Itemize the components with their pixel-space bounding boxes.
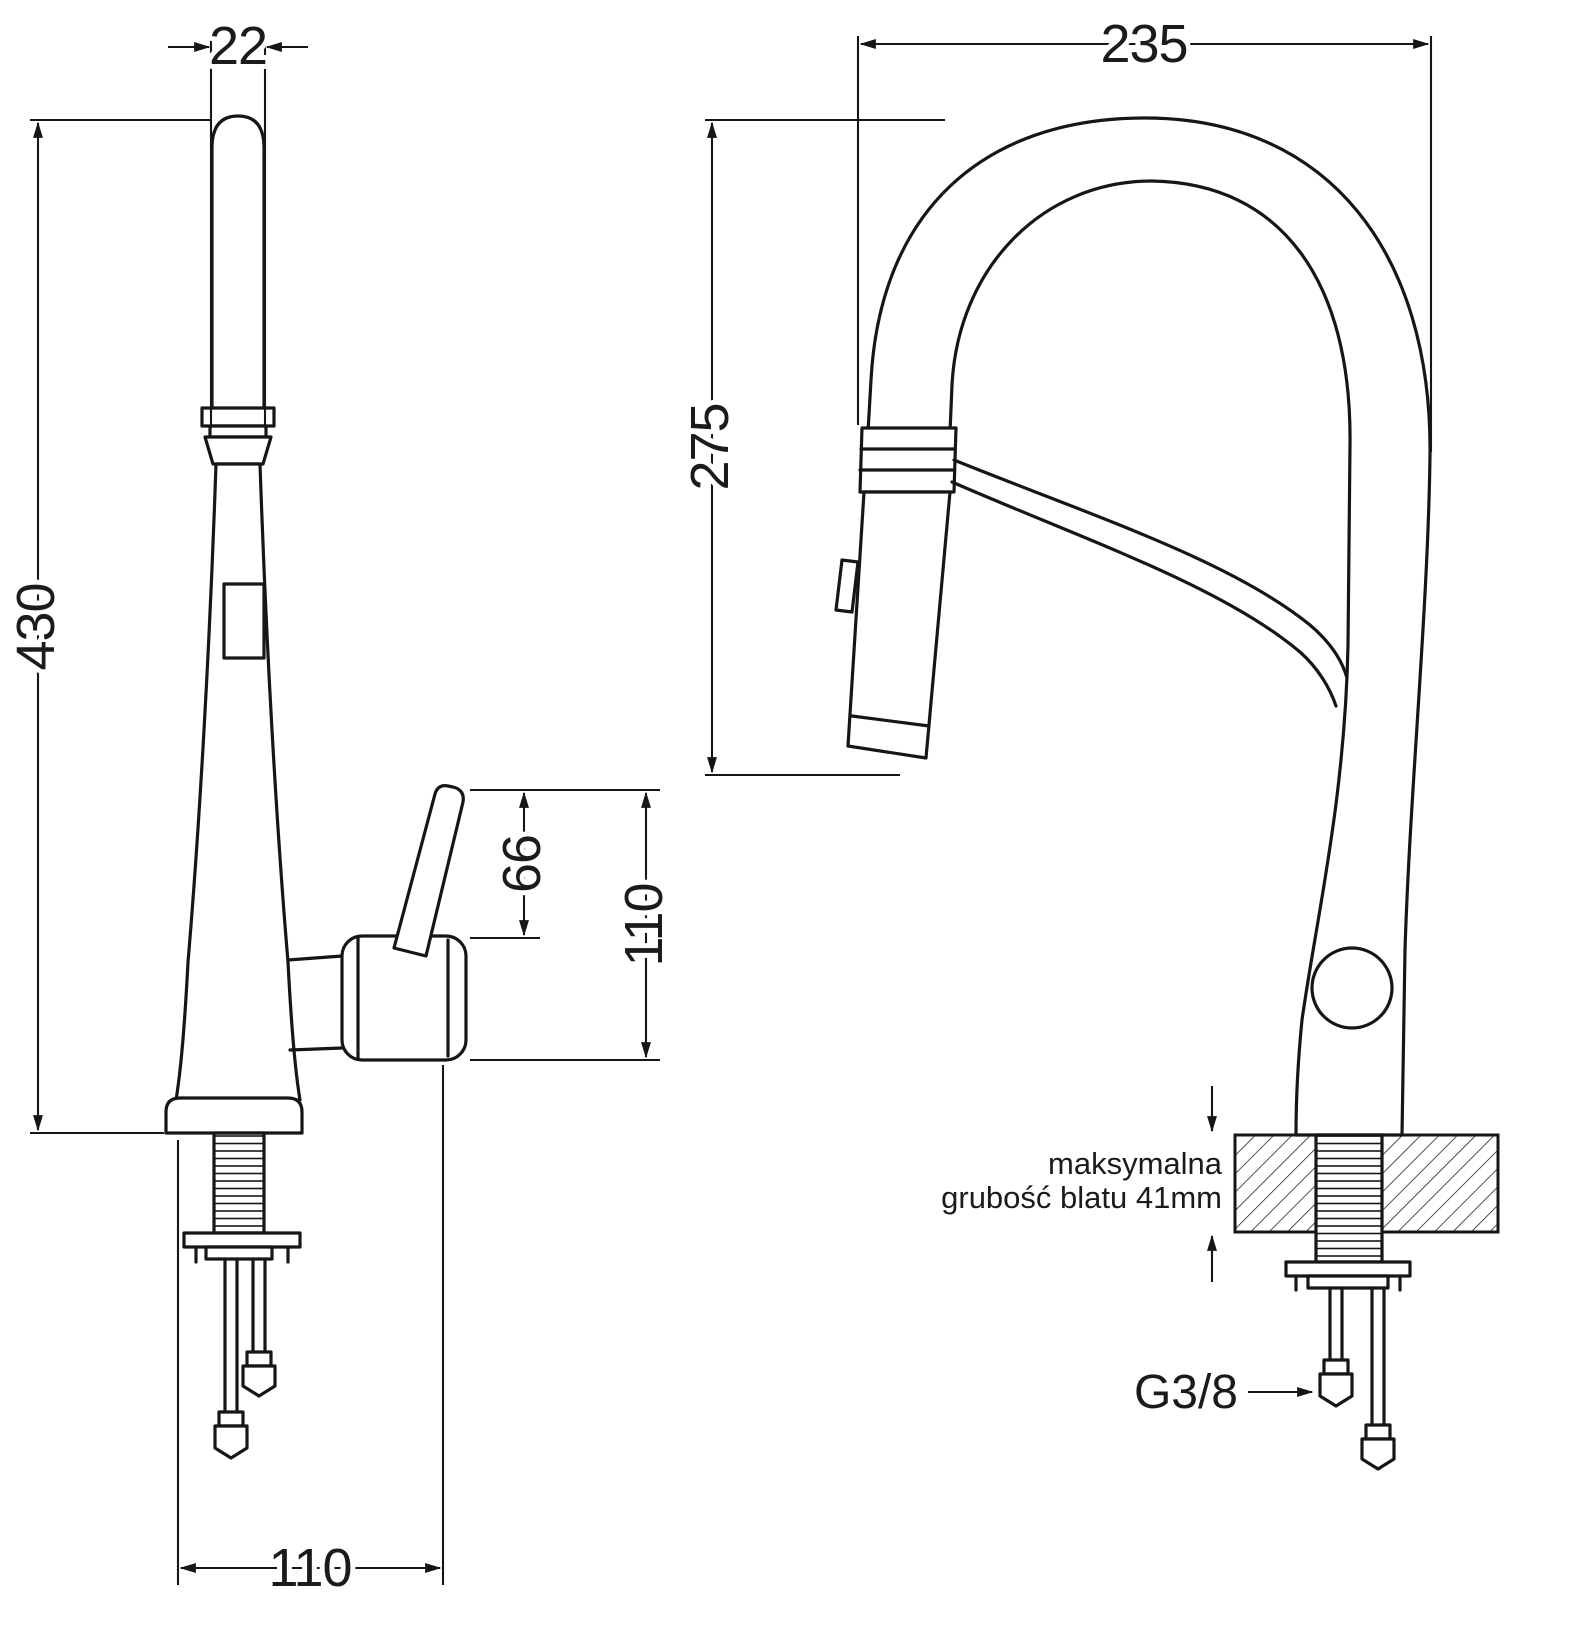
left-faucet-outline (164, 114, 468, 1460)
dim-label-handle-height: 110 (614, 883, 674, 966)
supply-hose-short (251, 1257, 267, 1354)
dim-label-lever-height: 66 (492, 835, 552, 893)
countertop-note-line2: grubość blatu 41mm (941, 1180, 1222, 1215)
supply-hose-g38 (1328, 1286, 1344, 1362)
faucet-body (174, 462, 302, 1102)
hose-nut-g38 (1318, 1372, 1354, 1408)
gooseneck-inner (948, 179, 1352, 1137)
spray-head (846, 490, 952, 760)
dim-label-base-depth: 110 (268, 1538, 351, 1598)
supply-hose-long (1370, 1286, 1386, 1427)
spout-collar-band-2 (208, 424, 268, 439)
threaded-shank (212, 1131, 266, 1235)
dim-total-height (30, 118, 210, 1135)
flexible-hose-bottom (950, 480, 1338, 708)
dim-base-depth (176, 1065, 445, 1585)
dim-label-spout-height: 275 (680, 403, 740, 490)
dim-label-reach: 235 (1100, 14, 1187, 74)
hose-fitting-long (1364, 1423, 1392, 1441)
base-flange (164, 1096, 304, 1135)
hose-nut-short (241, 1364, 277, 1398)
spray-head-band (850, 714, 931, 728)
dim-handle-height (470, 791, 660, 1062)
threaded-shank (1314, 1133, 1384, 1264)
countertop-note-line1: maksymalna (1048, 1146, 1223, 1181)
dim-spout-height (705, 118, 945, 777)
spout-tube (210, 114, 266, 414)
mounting-plate (1284, 1260, 1412, 1278)
dim-spout-width (168, 36, 308, 428)
right-faucet-outline (834, 116, 1432, 1471)
dim-label-total-height: 430 (6, 583, 66, 670)
hose-fitting-g38 (1322, 1358, 1350, 1376)
handle-lever (392, 784, 465, 958)
mounting-plate (182, 1231, 302, 1249)
thread-size-label: G3/8 (1134, 1366, 1238, 1419)
mounting-bracket (204, 1245, 274, 1261)
dim-reach (856, 36, 1433, 452)
dim-label-spout-width: 22 (209, 16, 267, 76)
spout-collar-band-3 (203, 435, 273, 466)
flexible-hose-top (952, 458, 1349, 680)
spray-head-collar (858, 426, 958, 494)
right-view: 235 275 maksymalna grubość blatu 41mm G3… (675, 9, 1500, 1471)
countertop-section (1233, 1133, 1500, 1234)
hose-fitting-short (245, 1350, 273, 1368)
spout-collar-band-1 (200, 406, 276, 428)
handle-port (286, 954, 344, 1052)
dim-lever-height (470, 788, 660, 940)
hose-nut-long (1360, 1437, 1396, 1471)
countertop-right (1380, 1133, 1500, 1234)
hose-nut-long (213, 1424, 249, 1460)
left-view: 22 430 66 110 110 (1, 11, 679, 1603)
mounting-bracket (1306, 1274, 1390, 1290)
hose-fitting-long (217, 1410, 245, 1428)
spray-head-button (834, 558, 860, 614)
gooseneck-outer (866, 116, 1432, 1137)
body-window (222, 582, 266, 660)
countertop-left (1233, 1133, 1318, 1234)
swivel-joint (1310, 946, 1394, 1030)
supply-hose-long (223, 1257, 239, 1414)
